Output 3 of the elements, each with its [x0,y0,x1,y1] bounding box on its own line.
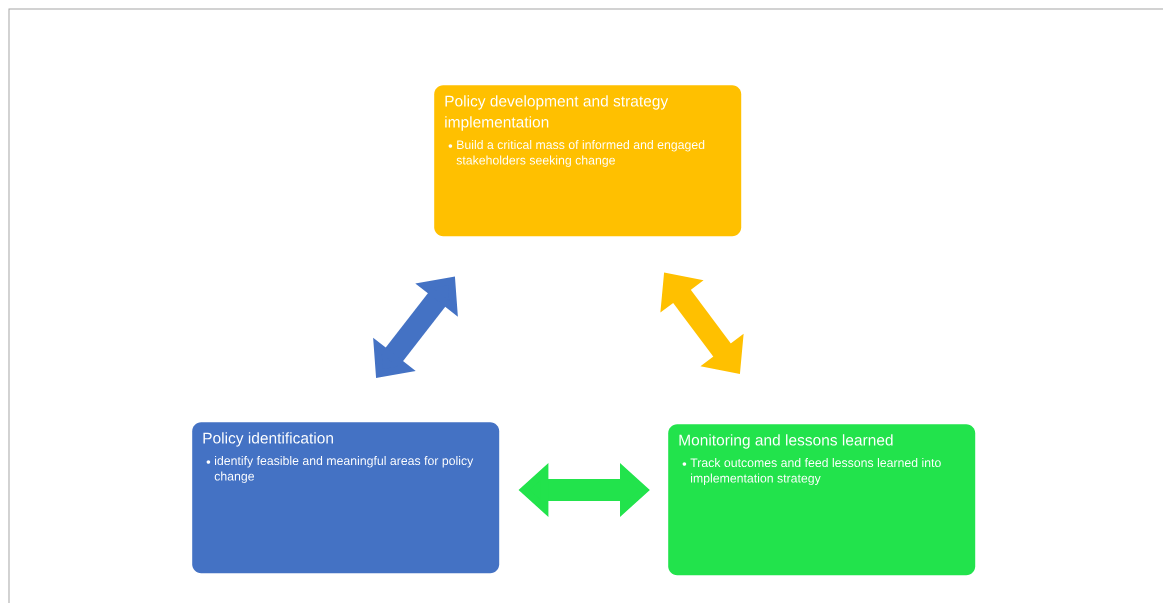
process-box: Monitoring and lessons learned Track outcomes and feed lessons learned into implementation strategy [668,424,976,576]
process-box: Policy development and strategy implementation Build a critical mass of informed and engaged stakeholders seeking change [434,85,742,237]
process-box: Policy identification identify feasible and meaningful areas for policy change [192,422,500,574]
